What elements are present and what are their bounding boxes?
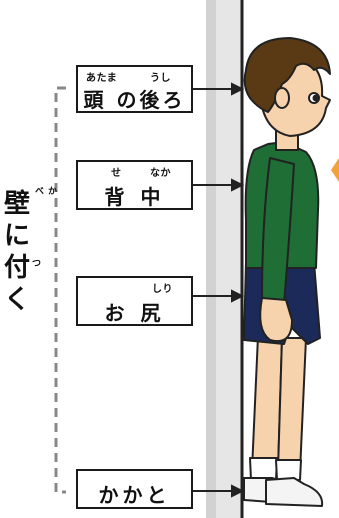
side-char-ni: に <box>4 221 31 251</box>
label-heel-text: かかと <box>98 483 171 507</box>
ear <box>274 87 290 109</box>
side-char-ku: く <box>4 285 31 315</box>
accent-marker <box>331 158 339 182</box>
ruby-tsu: つ <box>32 259 42 269</box>
hand <box>259 297 293 342</box>
sock-back <box>249 457 278 481</box>
hair <box>243 37 331 113</box>
arrows <box>193 82 245 498</box>
label-butt: しり お尻 <box>76 276 193 326</box>
shoe-front <box>265 477 324 507</box>
sock-front <box>275 459 302 481</box>
leg-back <box>251 335 283 473</box>
label-back: せ なか 背中 <box>76 160 193 210</box>
ruby-naka: なか <box>150 168 171 179</box>
side-char-tsuku: 付 <box>4 253 31 283</box>
ruby-ushi: うし <box>150 73 171 84</box>
label-heel: かかと <box>76 469 193 509</box>
label-butt-text: お尻 <box>104 301 177 325</box>
dashed-bracket <box>54 86 66 494</box>
side-char-kabe: 壁 <box>4 189 31 219</box>
label-back-text: 背中 <box>104 185 177 209</box>
boy-figure <box>243 37 331 507</box>
label-head-text: 頭 の後ろ <box>83 88 186 112</box>
label-head: あたま うし 頭 の後ろ <box>76 65 193 113</box>
ruby-atama: あたま <box>86 73 118 84</box>
leg-front <box>277 337 307 473</box>
ruby-kabe: かべ <box>33 186 56 195</box>
wall-shade <box>206 0 216 518</box>
ruby-se: せ <box>111 168 122 179</box>
ruby-shiri: しり <box>152 284 173 295</box>
